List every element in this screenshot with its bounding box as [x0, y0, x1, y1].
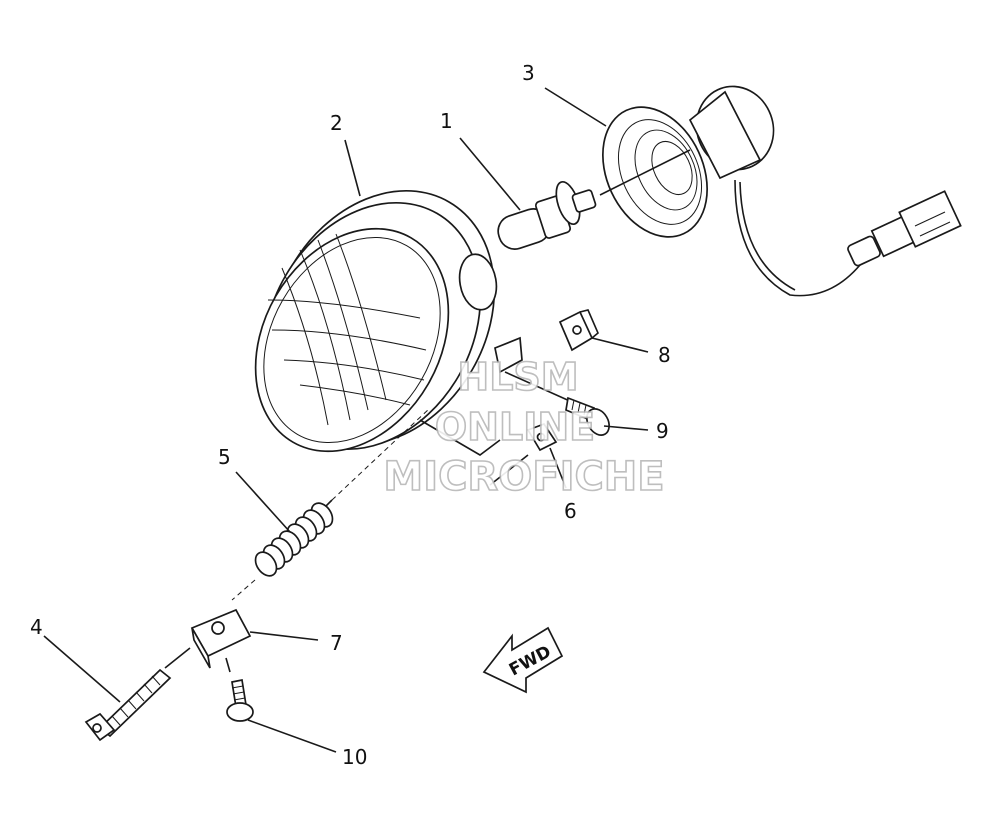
- forward-direction-arrow: FWD: [482, 626, 564, 694]
- callout-4: 4: [30, 615, 43, 639]
- callout-5: 5: [218, 445, 231, 469]
- callout-7: 7: [330, 631, 343, 655]
- mount-bracket: [190, 608, 252, 673]
- callout-labels: 1 2 3 4 5 6 7 8 9 10: [30, 61, 671, 769]
- bulb: [497, 180, 597, 250]
- clip-nut: [558, 309, 599, 352]
- spring: [231, 499, 334, 601]
- callout-1: 1: [440, 109, 453, 133]
- socket-assembly: [599, 85, 962, 297]
- headlight-housing: [254, 189, 523, 501]
- adjust-bolt: [84, 647, 191, 742]
- callout-9: 9: [656, 419, 669, 443]
- callout-10: 10: [342, 745, 367, 769]
- callout-8: 8: [658, 343, 671, 367]
- callout-6: 6: [564, 499, 577, 523]
- watermark-line-3: MICROFICHE: [383, 454, 664, 500]
- adjust-screw: [504, 371, 610, 436]
- watermark: HLSM ONLINE MICROFICHE: [383, 354, 666, 501]
- watermark-line-2: ONLINE: [435, 405, 595, 449]
- watermark-line-1: HLSM: [457, 355, 578, 399]
- lens-pattern: [267, 233, 427, 426]
- callout-3: 3: [522, 61, 535, 85]
- square-nut: [489, 422, 558, 486]
- callout-2: 2: [330, 111, 343, 135]
- tapping-screw: [226, 678, 254, 722]
- leader-lines: [43, 87, 649, 753]
